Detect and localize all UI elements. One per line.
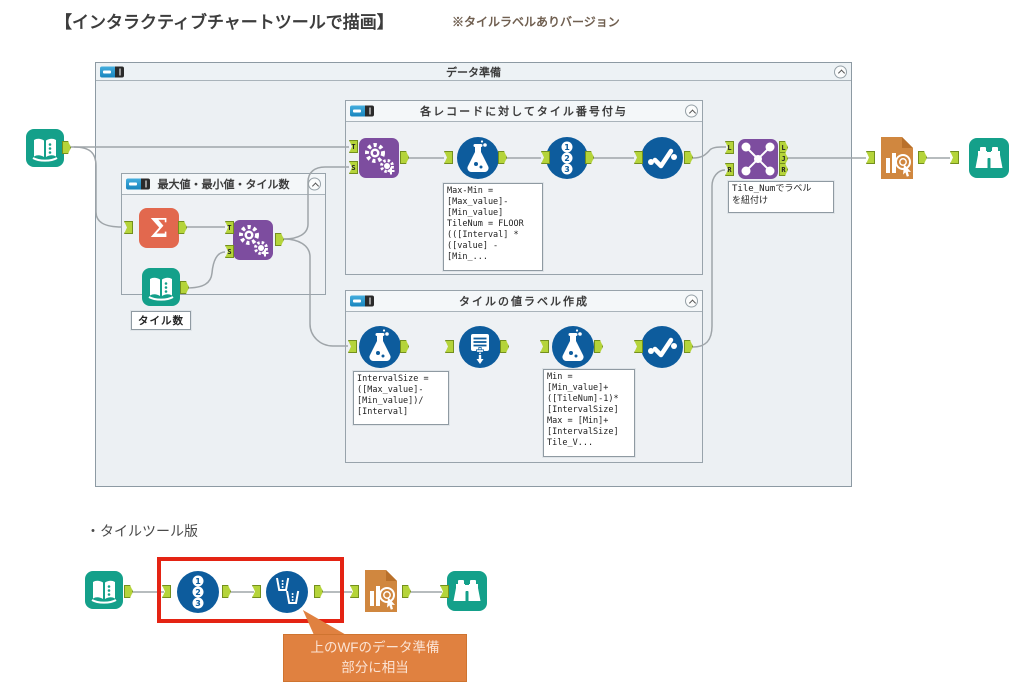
numbered-circles-icon: 1 2 3 xyxy=(177,571,219,613)
append-fields-tool[interactable] xyxy=(232,219,274,266)
container-toggle-icon[interactable] xyxy=(350,295,374,307)
svg-text:Σ: Σ xyxy=(150,214,168,244)
record-id-tool[interactable]: 1 2 3 xyxy=(176,570,220,619)
checkmark-icon xyxy=(641,137,683,179)
output-anchor[interactable] xyxy=(402,585,411,598)
select-tool[interactable] xyxy=(640,136,684,185)
gears-icon xyxy=(359,138,399,178)
svg-text:1: 1 xyxy=(564,143,570,152)
collapse-button[interactable] xyxy=(834,65,847,78)
rows-plus-icon xyxy=(459,326,501,368)
tool-label[interactable]: タイル数 xyxy=(130,310,192,331)
output-anchor[interactable] xyxy=(918,151,927,164)
interactive-chart-tool[interactable] xyxy=(878,136,916,185)
annotation-tilenum-formula[interactable]: Max-Min = [Max_value]- [Min_value] TileN… xyxy=(442,182,544,272)
container-title: 最大値・最小値・タイル数 xyxy=(157,179,290,191)
output-anchor[interactable] xyxy=(400,340,409,353)
annotation-join-note[interactable]: Tile_Numでラベル を紐付け xyxy=(727,180,835,214)
input-data-tool[interactable] xyxy=(84,570,124,615)
output-anchor[interactable] xyxy=(594,340,603,353)
svg-text:3: 3 xyxy=(564,165,570,174)
output-anchor[interactable] xyxy=(500,340,509,353)
binoculars-icon xyxy=(969,138,1009,178)
sigma-icon: Σ xyxy=(139,208,179,248)
binoculars-icon xyxy=(447,571,487,611)
output-anchor[interactable] xyxy=(498,151,507,164)
svg-text:1: 1 xyxy=(195,577,201,586)
browse-tool[interactable] xyxy=(968,137,1010,184)
output-anchor[interactable] xyxy=(180,281,189,294)
flask-icon xyxy=(552,326,594,368)
page-title: 【インタラクティブチャートツールで描画】 xyxy=(55,13,394,32)
output-anchor[interactable] xyxy=(124,585,133,598)
container-toggle-icon[interactable] xyxy=(100,66,124,77)
append-fields-tool[interactable] xyxy=(358,137,400,184)
output-anchor[interactable] xyxy=(275,233,284,246)
text-input-tool[interactable] xyxy=(141,267,181,312)
browse-tool[interactable] xyxy=(446,570,488,617)
section-label: ・タイルツール版 xyxy=(86,523,198,539)
container-toggle-icon[interactable] xyxy=(350,105,374,117)
svg-text:2: 2 xyxy=(564,154,570,163)
formula-tool[interactable] xyxy=(358,325,402,374)
chart-document-icon xyxy=(881,137,913,179)
record-id-tool[interactable]: 1 2 3 xyxy=(545,136,589,185)
highlight-rectangle xyxy=(157,557,344,623)
flask-icon xyxy=(457,137,499,179)
select-tool[interactable] xyxy=(640,325,684,374)
gears-icon xyxy=(233,220,273,260)
annotation-minmax-formula[interactable]: Min = [Min_value]+ ([TileNum]-1)* [Inter… xyxy=(542,368,636,458)
join-tool[interactable] xyxy=(737,138,779,185)
tile-bins-icon xyxy=(266,571,308,613)
container-title: タイルの値ラベル作成 xyxy=(459,296,589,308)
tooltip: 上のWFのデータ準備 部分に相当 xyxy=(283,634,467,682)
collapse-button[interactable] xyxy=(685,104,698,118)
summarize-tool[interactable]: Σ xyxy=(138,207,180,254)
page-subtitle: ※タイルラベルありバージョン xyxy=(452,15,620,29)
svg-text:3: 3 xyxy=(195,599,201,608)
interactive-chart-tool[interactable] xyxy=(362,569,400,618)
collapse-button[interactable] xyxy=(685,294,698,308)
flask-icon xyxy=(359,326,401,368)
input-data-tool[interactable] xyxy=(25,128,65,173)
annotation-interval-formula[interactable]: IntervalSize = ([Max_value]- [Min_value]… xyxy=(352,370,450,426)
output-anchor-r[interactable]: R xyxy=(779,163,788,176)
container-title: 各レコードに対してタイル番号付与 xyxy=(420,106,628,118)
output-anchor[interactable] xyxy=(684,340,693,353)
generate-rows-tool[interactable] xyxy=(458,325,502,374)
container-toggle-icon[interactable] xyxy=(126,178,150,190)
network-icon xyxy=(738,139,778,179)
output-anchor[interactable] xyxy=(400,151,409,164)
container-title: データ準備 xyxy=(446,66,501,79)
formula-tool[interactable] xyxy=(551,325,595,374)
output-anchor[interactable] xyxy=(178,221,187,234)
output-anchor[interactable] xyxy=(62,141,71,154)
book-icon xyxy=(142,268,180,306)
book-icon xyxy=(26,129,64,167)
book-icon xyxy=(85,571,123,609)
output-anchor[interactable] xyxy=(222,585,231,598)
formula-tool[interactable] xyxy=(456,136,500,185)
checkmark-icon xyxy=(641,326,683,368)
output-anchor[interactable] xyxy=(314,585,323,598)
output-anchor[interactable] xyxy=(684,151,693,164)
chart-document-icon xyxy=(365,570,397,612)
output-anchor[interactable] xyxy=(585,151,594,164)
numbered-circles-icon: 1 2 3 xyxy=(546,137,588,179)
tile-tool[interactable] xyxy=(265,570,309,619)
svg-text:2: 2 xyxy=(195,588,201,597)
